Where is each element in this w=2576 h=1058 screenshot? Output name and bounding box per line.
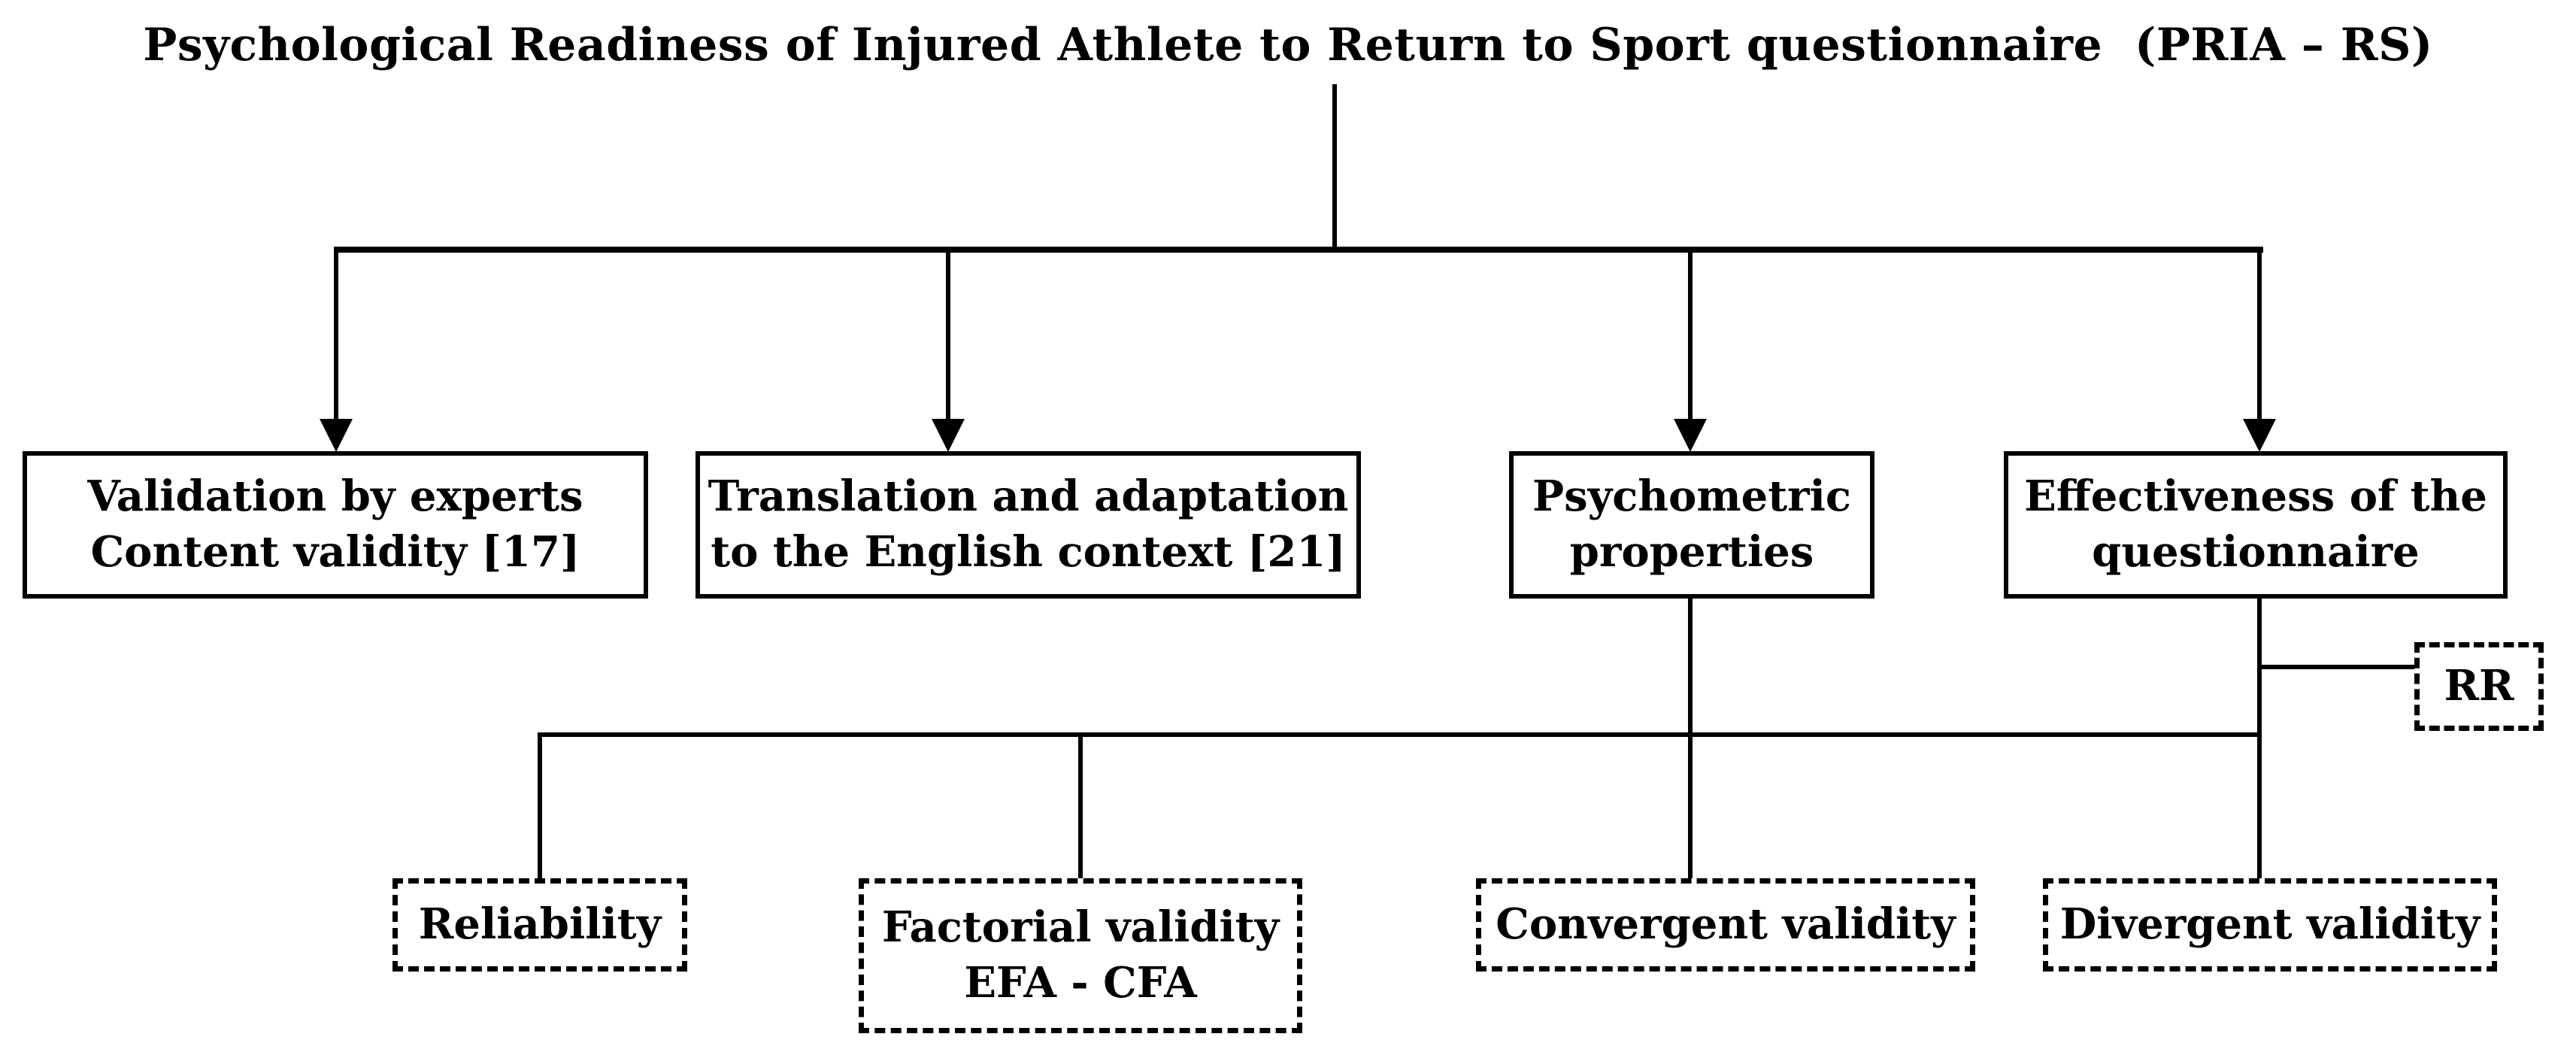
box-reliability: Reliability [392,878,687,972]
box-translation: Translation and adaptation to the Englis… [696,451,1361,599]
arrow-down-icon [320,419,353,452]
connector-rr-branch [2259,665,2414,669]
box-convergent-line1: Convergent validity [1496,899,1956,950]
connector-top-bar [334,247,2263,253]
box-reliability-line1: Reliability [418,899,662,950]
connector-lower-bar [538,732,2262,737]
box-effectiveness: Effectiveness of the questionnaire [2004,451,2508,599]
arrow-down-icon [932,419,965,452]
box-translation-line2: to the English context [21] [711,527,1346,577]
connector-drop-reliability [538,732,542,880]
box-psychometric-line2: properties [1569,527,1814,577]
box-validation-line1: Validation by experts [87,471,583,522]
connector-title-stem [1332,84,1337,251]
connector-drop-effectiveness [2257,250,2262,420]
box-divergent: Divergent validity [2043,878,2497,972]
box-validation: Validation by experts Content validity [… [23,451,648,599]
box-effectiveness-line1: Effectiveness of the [2024,471,2487,522]
arrow-down-icon [2243,419,2276,452]
box-factorial-line2: EFA - CFA [964,958,1197,1008]
connector-drop-factorial [1078,732,1083,880]
arrow-down-icon [1674,419,1707,452]
box-divergent-line1: Divergent validity [2059,899,2481,950]
connector-psychometric-stem [1688,597,1693,880]
box-validation-line2: Content validity [17] [90,527,580,577]
connector-drop-translation [946,250,950,420]
box-rr: RR [2414,642,2544,731]
diagram-title: Psychological Readiness of Injured Athle… [143,19,2433,71]
box-psychometric: Psychometric properties [1509,451,1874,599]
box-factorial: Factorial validity EFA - CFA [859,878,1302,1033]
box-factorial-line1: Factorial validity [881,902,1280,953]
connector-drop-validation [334,250,338,420]
connector-effectiveness-stem [2257,597,2262,880]
box-effectiveness-line2: questionnaire [2092,527,2420,577]
box-psychometric-line1: Psychometric [1532,471,1851,522]
box-translation-line1: Translation and adaptation [708,471,1349,522]
connector-drop-psychometric [1688,250,1693,420]
box-convergent: Convergent validity [1476,878,1975,972]
box-rr-line1: RR [2444,661,2514,711]
